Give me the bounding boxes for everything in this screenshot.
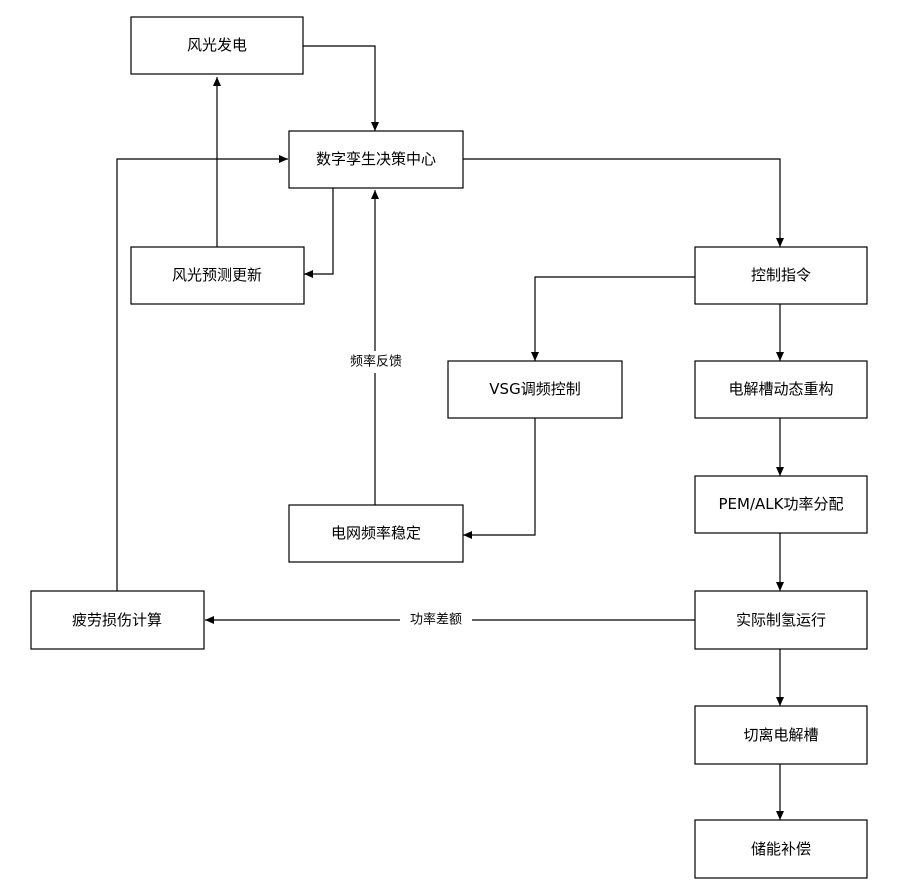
power-deviation-label: 功率差额: [410, 612, 462, 628]
edge-label-power-deviation: 功率差额: [400, 609, 472, 631]
node-grid-freq-label: 电网频率稳定: [331, 524, 421, 542]
node-actual-h2[interactable]: 实际制氢运行: [695, 591, 867, 649]
edge-twin-to-control-cmd: [463, 159, 780, 247]
edge-twin-to-forecast: [304, 188, 333, 274]
edge-control-cmd-to-vsg: [535, 277, 695, 361]
edge-vsg-to-grid: [463, 418, 535, 535]
node-pem-alk-power-label: PEM/ALK功率分配: [719, 495, 844, 513]
node-pem-alk-power[interactable]: PEM/ALK功率分配: [695, 476, 867, 533]
node-vsg-control[interactable]: VSG调频控制: [448, 361, 622, 418]
node-forecast-update[interactable]: 风光预测更新: [131, 247, 304, 304]
freq-feedback-label: 频率反馈: [350, 354, 402, 370]
node-wind-solar-label: 风光发电: [187, 36, 247, 54]
node-control-cmd[interactable]: 控制指令: [695, 247, 867, 304]
node-fatigue[interactable]: 疲劳损伤计算: [31, 591, 204, 649]
node-digital-twin-label: 数字孪生决策中心: [316, 150, 436, 168]
node-digital-twin[interactable]: 数字孪生决策中心: [289, 131, 463, 188]
node-control-cmd-label: 控制指令: [751, 266, 811, 284]
node-wind-solar[interactable]: 风光发电: [131, 17, 303, 74]
node-vsg-control-label: VSG调频控制: [489, 380, 580, 398]
node-grid-freq[interactable]: 电网频率稳定: [289, 505, 463, 562]
node-forecast-update-label: 风光预测更新: [172, 266, 262, 284]
edge-label-freq-feedback: 频率反馈: [340, 351, 412, 373]
edge-fatigue-to-twin: [117, 159, 288, 591]
node-fatigue-label: 疲劳损伤计算: [72, 611, 162, 629]
node-cut-electrolyzer-label: 切离电解槽: [743, 726, 818, 744]
edge-wind-solar-to-twin: [303, 46, 375, 131]
node-cut-electrolyzer[interactable]: 切离电解槽: [695, 706, 867, 764]
node-storage-comp-label: 储能补偿: [751, 840, 811, 858]
node-storage-comp[interactable]: 储能补偿: [695, 820, 867, 878]
node-actual-h2-label: 实际制氢运行: [736, 611, 826, 629]
node-electrolyzer-reconfig[interactable]: 电解槽动态重构: [695, 361, 867, 418]
node-electrolyzer-reconfig-label: 电解槽动态重构: [728, 380, 833, 398]
